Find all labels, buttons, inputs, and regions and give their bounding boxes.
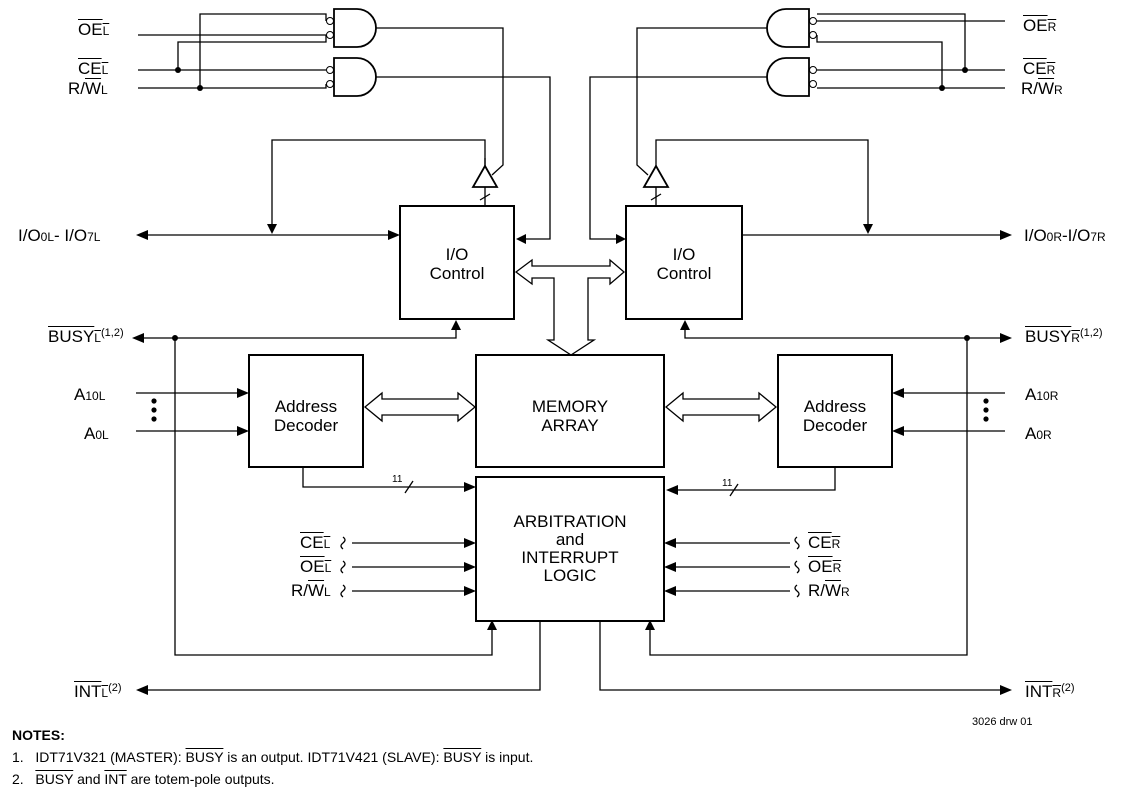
- arbitration-logic-box: [475, 476, 665, 622]
- address-decoder-right-box: [777, 354, 893, 468]
- label-busy-right: BUSYR(1,2): [1025, 327, 1103, 346]
- note-1: 1. IDT71V321 (MASTER): BUSY is an output…: [12, 749, 534, 765]
- note-2: 2. BUSY and INT are totem-pole outputs.: [12, 771, 275, 787]
- label-int-left: INTL(2): [74, 682, 122, 701]
- and-gate-oe-left: [326, 8, 377, 48]
- label-rw-right: R/WR: [1021, 79, 1063, 98]
- bus-width-left: 11: [392, 474, 403, 485]
- and-gate-ce-left: [326, 57, 377, 97]
- label-io-left: I/O0L- I/O7L: [18, 226, 101, 245]
- label-arb-ce-right: CER: [808, 533, 841, 552]
- label-arb-oe-left: OEL: [300, 557, 332, 576]
- io-control-right-box: [625, 205, 743, 320]
- label-a0-right: A0R: [1025, 424, 1052, 443]
- label-oe-right: OER: [1023, 16, 1057, 35]
- label-arb-rw-left: R/WL: [291, 581, 331, 600]
- label-io-right: I/O0R-I/O7R: [1024, 226, 1106, 245]
- label-a10-left: A10L: [74, 385, 106, 404]
- bus-width-right: 11: [722, 478, 733, 489]
- label-a0-left: A0L: [84, 424, 109, 443]
- label-a10-right: A10R: [1025, 385, 1059, 404]
- label-arb-ce-left: CEL: [300, 533, 331, 552]
- label-busy-left: BUSYL(1,2): [48, 327, 124, 346]
- notes-heading: NOTES:: [12, 727, 65, 743]
- label-arb-rw-right: R/WR: [808, 581, 850, 600]
- address-decoder-left-box: [248, 354, 364, 468]
- and-gate-ce-right: [766, 57, 817, 97]
- label-rw-left: R/WL: [68, 79, 108, 98]
- label-ce-left: CEL: [78, 59, 109, 78]
- drawing-id: 3026 drw 01: [972, 716, 1033, 728]
- io-control-left-box: [399, 205, 515, 320]
- memory-array-box: [475, 354, 665, 468]
- and-gate-oe-right: [766, 8, 817, 48]
- label-arb-oe-right: OER: [808, 557, 842, 576]
- label-ce-right: CER: [1023, 59, 1056, 78]
- label-oe-left: OEL: [78, 20, 110, 39]
- label-int-right: INTR(2): [1025, 682, 1075, 701]
